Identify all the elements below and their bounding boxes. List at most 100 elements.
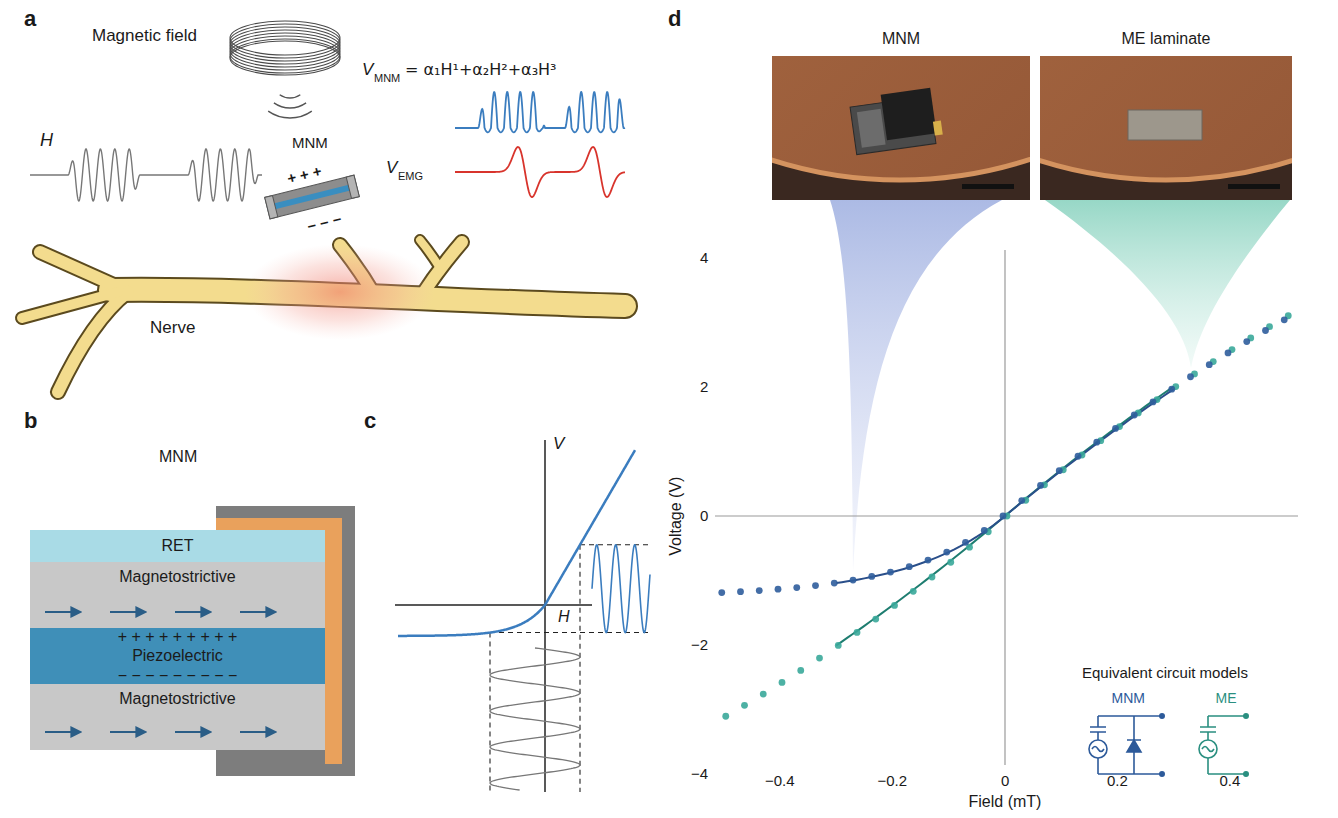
- circuit-caption: Equivalent circuit models: [1082, 664, 1248, 681]
- tick-label: −0.4: [765, 772, 795, 789]
- guide-line: [490, 632, 652, 633]
- nerve-branch: [40, 252, 125, 290]
- output-sine: [592, 545, 650, 633]
- magnetization-arrow: [45, 611, 80, 613]
- tick-label: −4: [691, 765, 708, 782]
- mnm-point: [1225, 350, 1232, 357]
- mnm-point: [1206, 361, 1213, 368]
- coil-turn: [230, 30, 340, 64]
- mnm-point: [1056, 467, 1063, 474]
- source-symbol: [1089, 740, 1107, 758]
- mnm-point: [1243, 338, 1250, 345]
- mnm-point: [1112, 425, 1119, 432]
- axis-title: Voltage (V): [667, 477, 685, 556]
- zoom-funnel: [1045, 200, 1290, 368]
- me-point: [835, 642, 842, 649]
- me-point: [929, 574, 936, 581]
- input-sine: [490, 648, 580, 790]
- tick-label: 4: [700, 249, 708, 266]
- me-point: [816, 655, 823, 662]
- mnm-point: [943, 549, 950, 556]
- voltage-symbol: V: [386, 158, 397, 178]
- mnm-point: [1168, 386, 1175, 393]
- magnetization-arrow: [240, 731, 275, 733]
- panel-letter: b: [24, 408, 37, 433]
- magnetization-arrow: [175, 731, 210, 733]
- me-circuit: [1199, 714, 1248, 776]
- mnm-point: [756, 587, 763, 594]
- subscript: MNM: [374, 72, 400, 85]
- tick-label: 0.4: [1220, 772, 1241, 789]
- mnm-point: [1150, 399, 1157, 406]
- sample-top: [881, 88, 937, 141]
- layer-label: Magnetostrictive: [119, 568, 236, 586]
- mnm-point: [775, 586, 782, 593]
- mnm-point: [906, 563, 913, 570]
- nerve-branch: [40, 252, 125, 290]
- magnetization-arrow: [240, 611, 275, 613]
- piezoelectric-band: + + + + + + + + +Piezoelectric− − − − − …: [30, 628, 325, 684]
- wire: [1207, 758, 1209, 774]
- diode-symbol: [1127, 716, 1141, 774]
- mnm-waveform: [455, 92, 625, 132]
- nerve: [22, 240, 625, 392]
- field-arc: [280, 95, 301, 98]
- mnm-point: [793, 584, 800, 591]
- wire: [1208, 716, 1244, 774]
- piezoelectric-layer: [30, 628, 325, 684]
- device-body: [265, 175, 360, 219]
- mnm-point: [887, 569, 894, 576]
- me-point: [760, 691, 767, 698]
- source-symbol: [1199, 740, 1217, 758]
- zero-line: [1004, 250, 1005, 765]
- magnetostrictive-band: Magnetostrictive: [30, 562, 325, 628]
- me-point: [947, 559, 954, 566]
- layer-label: RET: [162, 537, 194, 555]
- terminal: [1160, 714, 1164, 718]
- coin: [1040, 56, 1292, 180]
- field-label: Magnetic field: [92, 26, 197, 46]
- nerve-fill: [22, 240, 625, 392]
- mnm-point: [737, 588, 744, 595]
- nerve-branch: [22, 292, 118, 318]
- mnm-fit: [836, 389, 1174, 583]
- equation: = α₁H¹+α₂H²+α₃H³: [405, 61, 557, 79]
- me-photo: [1040, 56, 1292, 200]
- source-wave: [1092, 747, 1104, 752]
- me-point: [779, 679, 786, 686]
- charge-signs: + + +: [285, 162, 323, 187]
- tick-label: 2: [700, 378, 708, 395]
- data-plot: [718, 312, 1291, 719]
- nerve-branch: [420, 240, 440, 268]
- mnm-point: [981, 527, 988, 534]
- device-cap: [346, 175, 359, 198]
- panel-letter: c: [364, 408, 376, 433]
- mnm-circuit: [1089, 714, 1164, 776]
- electrode: [325, 518, 342, 764]
- wire: [1098, 716, 1160, 774]
- wire: [1097, 758, 1099, 774]
- mnm-point: [1018, 497, 1025, 504]
- mnm-point: [1262, 327, 1269, 334]
- waveforms: [30, 92, 652, 792]
- circuit-label: ME: [1216, 690, 1237, 706]
- panel-letter: d: [668, 6, 681, 31]
- magnetostrictive-layer: [30, 562, 325, 628]
- magnetostrictive-layer: [30, 684, 325, 750]
- circuit-label: MNM: [1112, 690, 1145, 706]
- v-axis: [544, 440, 546, 792]
- emg-waveform: [455, 147, 625, 197]
- panel-letter: a: [24, 6, 36, 31]
- mnm-point: [868, 573, 875, 580]
- terminal: [1244, 714, 1248, 718]
- magnetization-arrow: [110, 731, 145, 733]
- coin: [772, 56, 1030, 180]
- magnetic-coil: [230, 21, 340, 75]
- tick-label: 0: [1001, 772, 1009, 789]
- capacitor-symbol: [1090, 716, 1106, 740]
- mnm-point: [812, 582, 819, 589]
- guide-line: [579, 545, 580, 792]
- field-symbol: H: [40, 130, 53, 151]
- me-sample: [1128, 110, 1202, 140]
